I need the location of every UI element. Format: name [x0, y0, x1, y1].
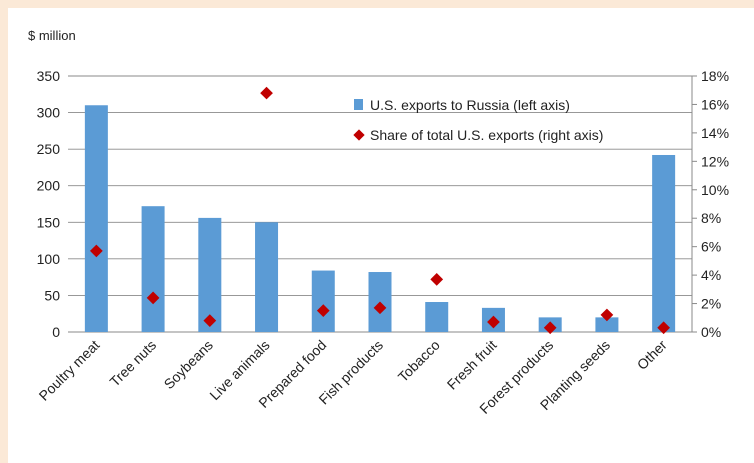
bar: [652, 154, 676, 332]
share-marker: [89, 244, 103, 258]
category-label: Fresh fruit: [444, 337, 500, 393]
legend-marker-label: Share of total U.S. exports (right axis): [370, 127, 603, 143]
category-label: Tree nuts: [106, 337, 159, 390]
left-axis-ticks: 0 50 100 150 200 250 300 350: [37, 68, 61, 340]
combo-chart: $ million 0 50 100 150 200 250 300 350 0% 2% 4% 6%…: [28, 28, 729, 417]
right-axis-tick-label: 4%: [701, 267, 721, 283]
left-axis-tick-label: 150: [37, 214, 61, 230]
right-axis-tick-label: 8%: [701, 210, 721, 226]
y-axis-unit-label: $ million: [28, 28, 76, 43]
right-axis-tick-label: 0%: [701, 324, 721, 340]
right-axis-tick-label: 12%: [701, 153, 729, 169]
left-axis-tick-label: 350: [37, 68, 61, 84]
left-axis-tick-label: 250: [37, 141, 61, 157]
legend-bar-label: U.S. exports to Russia (left axis): [370, 97, 570, 113]
right-axis-tick-label: 10%: [701, 182, 729, 198]
bar: [198, 217, 222, 332]
share-marker: [373, 301, 387, 315]
share-marker: [260, 86, 273, 100]
left-axis-tick-label: 300: [37, 105, 61, 121]
share-marker: [203, 314, 217, 327]
bar: [141, 206, 165, 332]
gridlines: [68, 75, 692, 333]
bar: [425, 302, 449, 332]
bar: [311, 270, 335, 332]
bar: [84, 105, 108, 332]
legend-bar-swatch: [354, 99, 363, 110]
share-marker: [487, 315, 500, 329]
legend: U.S. exports to Russia (left axis) Share…: [353, 97, 603, 143]
right-axis-tick-label: 2%: [701, 296, 721, 312]
bar: [595, 317, 619, 332]
share-marker: [146, 291, 160, 305]
right-axis-tick-label: 14%: [701, 125, 729, 141]
left-axis-tick-label: 0: [52, 324, 60, 340]
legend-marker-swatch: [353, 129, 365, 141]
left-axis-tick-label: 100: [37, 251, 61, 267]
category-label: Other: [634, 337, 670, 373]
category-label: Soybeans: [161, 337, 216, 392]
share-marker: [430, 273, 444, 286]
left-axis-tick-label: 200: [37, 178, 61, 194]
left-axis-tick-label: 50: [44, 287, 60, 303]
share-marker: [316, 304, 330, 318]
bar: [255, 222, 279, 332]
right-axis-tick-label: 18%: [701, 68, 729, 84]
right-axis-ticks: 0% 2% 4% 6% 8% 10% 12% 14% 16% 18%: [691, 68, 729, 340]
right-axis-tick-label: 6%: [701, 239, 721, 255]
category-label: Tobacco: [395, 337, 443, 385]
right-axis-tick-label: 16%: [701, 96, 729, 112]
chart-frame: $ million 0 50 100 150 200 250 300 350 0% 2% 4% 6%…: [8, 8, 754, 463]
category-label: Poultry meat: [36, 337, 103, 404]
